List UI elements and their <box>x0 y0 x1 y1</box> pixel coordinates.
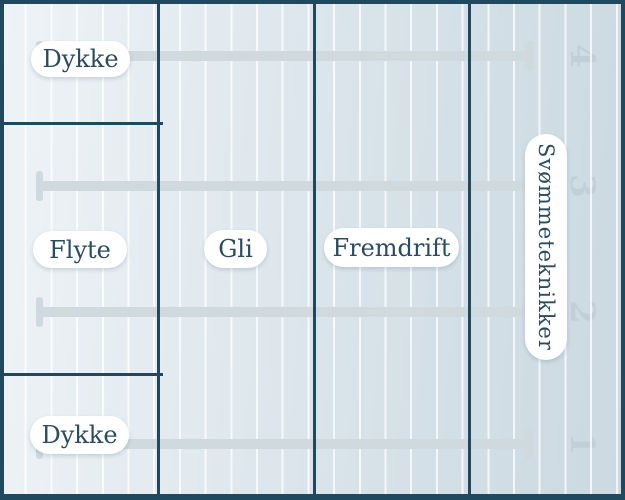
column-divider-2 <box>313 4 316 494</box>
pool-lane-lines <box>4 4 621 494</box>
section-grid <box>4 4 621 494</box>
rope-cap-left <box>36 41 43 71</box>
column-divider-3 <box>468 4 471 494</box>
label-gli: Gli <box>204 230 267 268</box>
rope-bar <box>39 439 531 449</box>
lane-number-3: 3 <box>562 174 602 198</box>
label-dykke-top: Dykke <box>31 41 130 77</box>
rope-bar <box>39 181 531 191</box>
rope-cap-left <box>36 297 43 327</box>
labels-layer: Dykke Flyte Dykke Gli Fremdrift Svømmete… <box>4 4 621 494</box>
label-svommeteknikker: Svømmeteknikker <box>525 134 567 360</box>
lane-ropes-layer <box>4 4 621 494</box>
lane-numbers-layer: 4 3 2 1 <box>4 4 621 494</box>
rope-cap-right <box>525 171 534 201</box>
column-divider-1 <box>157 4 160 494</box>
rope-cap-right <box>525 297 534 327</box>
lane-number-4: 4 <box>562 44 602 68</box>
label-fremdrift: Fremdrift <box>324 228 459 267</box>
rope-cap-left <box>36 429 43 459</box>
rope-cap-left <box>36 171 43 201</box>
lane-number-2: 2 <box>562 300 602 324</box>
rope-bar <box>39 51 531 61</box>
lane-number-1: 1 <box>562 432 602 456</box>
rope-cap-right <box>525 41 534 71</box>
label-dykke-bottom: Dykke <box>30 416 129 454</box>
rope-bar <box>39 307 531 317</box>
row-divider-1 <box>4 122 163 125</box>
label-flyte: Flyte <box>33 231 127 268</box>
rope-cap-right <box>525 429 534 459</box>
row-divider-2 <box>4 373 163 376</box>
